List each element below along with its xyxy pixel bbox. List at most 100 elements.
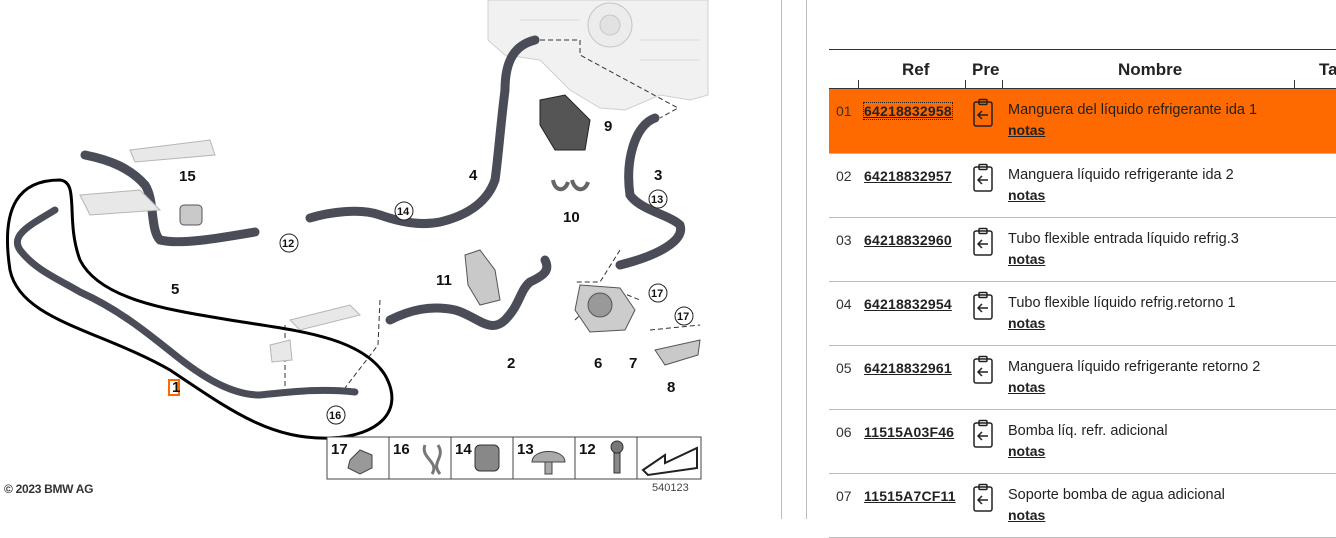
svg-text:14: 14 [397, 206, 410, 218]
part-number-link[interactable]: 11515A7CF11 [864, 488, 956, 504]
table-row[interactable]: 07 11515A7CF11 Soporte bomba de agua adi… [829, 474, 1336, 538]
clipboard-price-icon[interactable] [970, 355, 996, 385]
clipboard-price-icon[interactable] [970, 98, 996, 128]
notes-link[interactable]: notas [1008, 507, 1046, 523]
notes-link[interactable]: notas [1008, 315, 1046, 331]
header-sep[interactable] [965, 80, 966, 97]
clipboard-price-icon[interactable] [970, 419, 996, 449]
header-sep[interactable] [858, 80, 859, 97]
screw-head-icon [610, 440, 624, 454]
orange-highlight-box [168, 379, 180, 396]
callout-15: 15 [179, 168, 196, 185]
svg-text:16: 16 [329, 410, 341, 422]
header-sep[interactable] [1294, 80, 1295, 97]
row-position: 07 [836, 488, 852, 504]
row-position: 02 [836, 168, 852, 184]
row-position: 04 [836, 296, 852, 312]
svg-text:13: 13 [651, 194, 663, 206]
callout-10: 10 [563, 209, 580, 226]
highlight-ellipse [5, 178, 394, 440]
notes-link[interactable]: notas [1008, 122, 1046, 138]
nut-icon [347, 449, 373, 475]
callout-14-circle: 14 [394, 201, 414, 221]
part-number-link[interactable]: 11515A03F46 [864, 424, 955, 440]
table-row[interactable]: 06 11515A03F46 Bomba líq. refr. adiciona… [829, 410, 1336, 474]
callout-16-circle: 16 [326, 405, 346, 425]
diagram-drawing: 1 2 3 4 5 6 7 8 9 10 11 12 13 14 15 16 1… [5, 0, 709, 480]
part-name: Manguera líquido refrigerante ida 2 [1008, 167, 1234, 183]
table-row[interactable]: 01 64218832958 Manguera del líquido refr… [829, 89, 1336, 154]
part-number-link[interactable]: 64218832961 [864, 360, 952, 376]
header-name[interactable]: Nombre [1118, 60, 1183, 79]
header-sep[interactable] [1002, 80, 1003, 97]
svg-text:17: 17 [677, 311, 689, 323]
callout-11: 11 [436, 272, 452, 289]
callout-7: 7 [629, 355, 637, 372]
notes-link[interactable]: notas [1008, 251, 1046, 267]
arrow-icon [641, 446, 698, 477]
clipboard-price-icon[interactable] [970, 227, 996, 257]
table-row[interactable]: 02 64218832957 Manguera líquido refriger… [829, 154, 1336, 218]
callout-6: 6 [594, 355, 602, 372]
parts-table: Ref Pre Nombre Ta 01 64218832958 Manguer… [829, 49, 1336, 538]
parts-diagram[interactable]: 1 2 3 4 5 6 7 8 9 10 11 12 13 14 15 16 1… [0, 0, 712, 519]
part-name: Bomba líq. refr. adicional [1008, 423, 1168, 439]
callout-3: 3 [654, 167, 662, 184]
callout-17b-circle: 17 [674, 306, 694, 326]
clipboard-price-icon[interactable] [970, 291, 996, 321]
table-header: Ref Pre Nombre Ta [829, 49, 1336, 97]
legend-17: 17 [331, 441, 348, 458]
row-position: 05 [836, 360, 852, 376]
part-name: Soporte bomba de agua adicional [1008, 487, 1225, 503]
legend-13: 13 [517, 441, 534, 458]
row-position: 01 [836, 103, 852, 119]
svg-text:17: 17 [651, 288, 663, 300]
notes-link[interactable]: notas [1008, 443, 1046, 459]
part-number-link[interactable]: 64218832957 [864, 168, 952, 184]
callout-2: 2 [507, 355, 515, 372]
callout-1: 1 [172, 379, 180, 396]
image-code: 540123 [652, 482, 689, 494]
clipboard-price-icon[interactable] [970, 163, 996, 193]
engine-block [487, 0, 709, 111]
legend-16: 16 [393, 441, 410, 458]
divider-left [781, 0, 782, 519]
header-ref[interactable]: Ref [902, 60, 930, 79]
header-ta[interactable]: Ta [1319, 60, 1336, 79]
part-number-link[interactable]: 64218832960 [864, 232, 952, 248]
svg-text:12: 12 [282, 238, 294, 250]
table-row[interactable]: 04 64218832954 Tubo flexible líquido ref… [829, 282, 1336, 346]
header-pre[interactable]: Pre [972, 60, 1000, 79]
callout-5: 5 [171, 281, 179, 298]
pump-6 [574, 284, 636, 333]
clamp-icon [474, 444, 500, 472]
part-number-link[interactable]: 64218832958 [863, 102, 953, 120]
ghost-parts [79, 139, 361, 363]
part-name: Manguera del líquido refrigerante ida 1 [1008, 102, 1258, 118]
callout-4: 4 [469, 167, 478, 184]
table-row[interactable]: 03 64218832960 Tubo flexible entrada líq… [829, 218, 1336, 282]
legend-12: 12 [579, 441, 596, 458]
part-name: Tubo flexible entrada líquido refrig.3 [1008, 231, 1239, 247]
table-row[interactable]: 05 64218832961 Manguera líquido refriger… [829, 346, 1336, 410]
rivet-icon [531, 451, 566, 475]
part-number-link[interactable]: 64218832954 [864, 296, 952, 312]
small-parts-legend: 17 16 14 13 12 [326, 436, 702, 480]
callout-13-circle: 13 [648, 189, 668, 209]
callout-12-circle: 12 [279, 233, 299, 253]
clip-icon [422, 444, 442, 475]
part-name: Tubo flexible líquido refrig.retorno 1 [1008, 295, 1236, 311]
callout-9: 9 [604, 118, 612, 135]
clipboard-price-icon[interactable] [970, 483, 996, 513]
divider-right [806, 0, 807, 519]
notes-link[interactable]: notas [1008, 379, 1046, 395]
row-position: 03 [836, 232, 852, 248]
part-name: Manguera líquido refrigerante retorno 2 [1008, 359, 1261, 375]
callout-17a-circle: 17 [648, 283, 668, 303]
row-position: 06 [836, 424, 852, 440]
copyright-text: © 2023 BMW AG [4, 482, 94, 496]
legend-14: 14 [455, 441, 472, 458]
screw-icon [613, 452, 621, 474]
notes-link[interactable]: notas [1008, 187, 1046, 203]
callout-8: 8 [667, 379, 675, 396]
